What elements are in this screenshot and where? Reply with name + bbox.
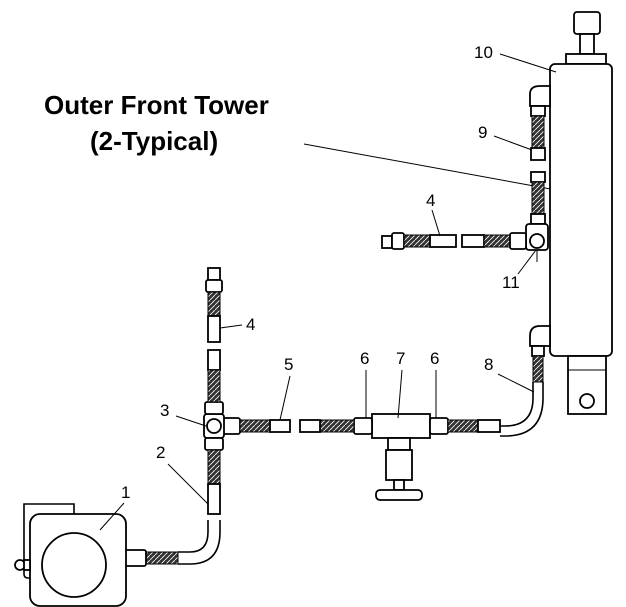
callout-11: 11 — [502, 273, 520, 292]
callout-5-leader — [279, 375, 291, 421]
valve-left-hose-tube — [299, 419, 321, 433]
callout-2-leader — [167, 463, 209, 505]
valve-left-hose — [319, 419, 355, 433]
valve-right-hose-tube — [477, 419, 501, 433]
upper-hose-4 — [381, 232, 527, 250]
tee-fitting-11 — [525, 223, 549, 262]
callout-1-leader — [99, 502, 125, 531]
callout-11-leader — [517, 249, 537, 275]
callout-9-leader — [493, 135, 533, 151]
callout-4-upper: 4 — [426, 191, 435, 210]
hose-2 — [123, 449, 221, 567]
valve-right-hose — [447, 419, 479, 433]
callout-2: 2 — [156, 443, 165, 462]
hose-5 — [221, 417, 291, 435]
callout-9: 9 — [478, 123, 487, 142]
diagram-title-line1: Outer Front Tower — [44, 90, 269, 120]
callout-10: 10 — [474, 43, 493, 62]
callout-1: 1 — [121, 483, 130, 502]
callout-5: 5 — [284, 355, 293, 374]
callout-8: 8 — [484, 355, 493, 374]
callout-6-left: 6 — [360, 349, 369, 368]
upper-hose-assembly — [529, 85, 551, 225]
hydraulic-cylinder — [549, 11, 613, 415]
pressure-gauge-1 — [14, 503, 127, 607]
shutoff-valve-7 — [353, 413, 449, 501]
vertical-hose-4 — [205, 267, 223, 403]
callout-8-leader — [497, 373, 535, 393]
callout-4-lower-leader — [219, 324, 243, 329]
callout-6-right: 6 — [430, 349, 439, 368]
callout-4-upper-leader — [431, 209, 441, 237]
lower-hose-8 — [500, 325, 551, 437]
callout-7-leader — [397, 369, 403, 419]
diagram-title-line2: (2-Typical) — [90, 126, 218, 156]
callout-3: 3 — [160, 401, 169, 420]
callout-3-leader — [175, 415, 207, 427]
callout-7: 7 — [396, 349, 405, 368]
callout-4-lower: 4 — [246, 315, 255, 334]
tee-fitting-3 — [203, 401, 225, 451]
callout-10-leader — [499, 53, 557, 73]
